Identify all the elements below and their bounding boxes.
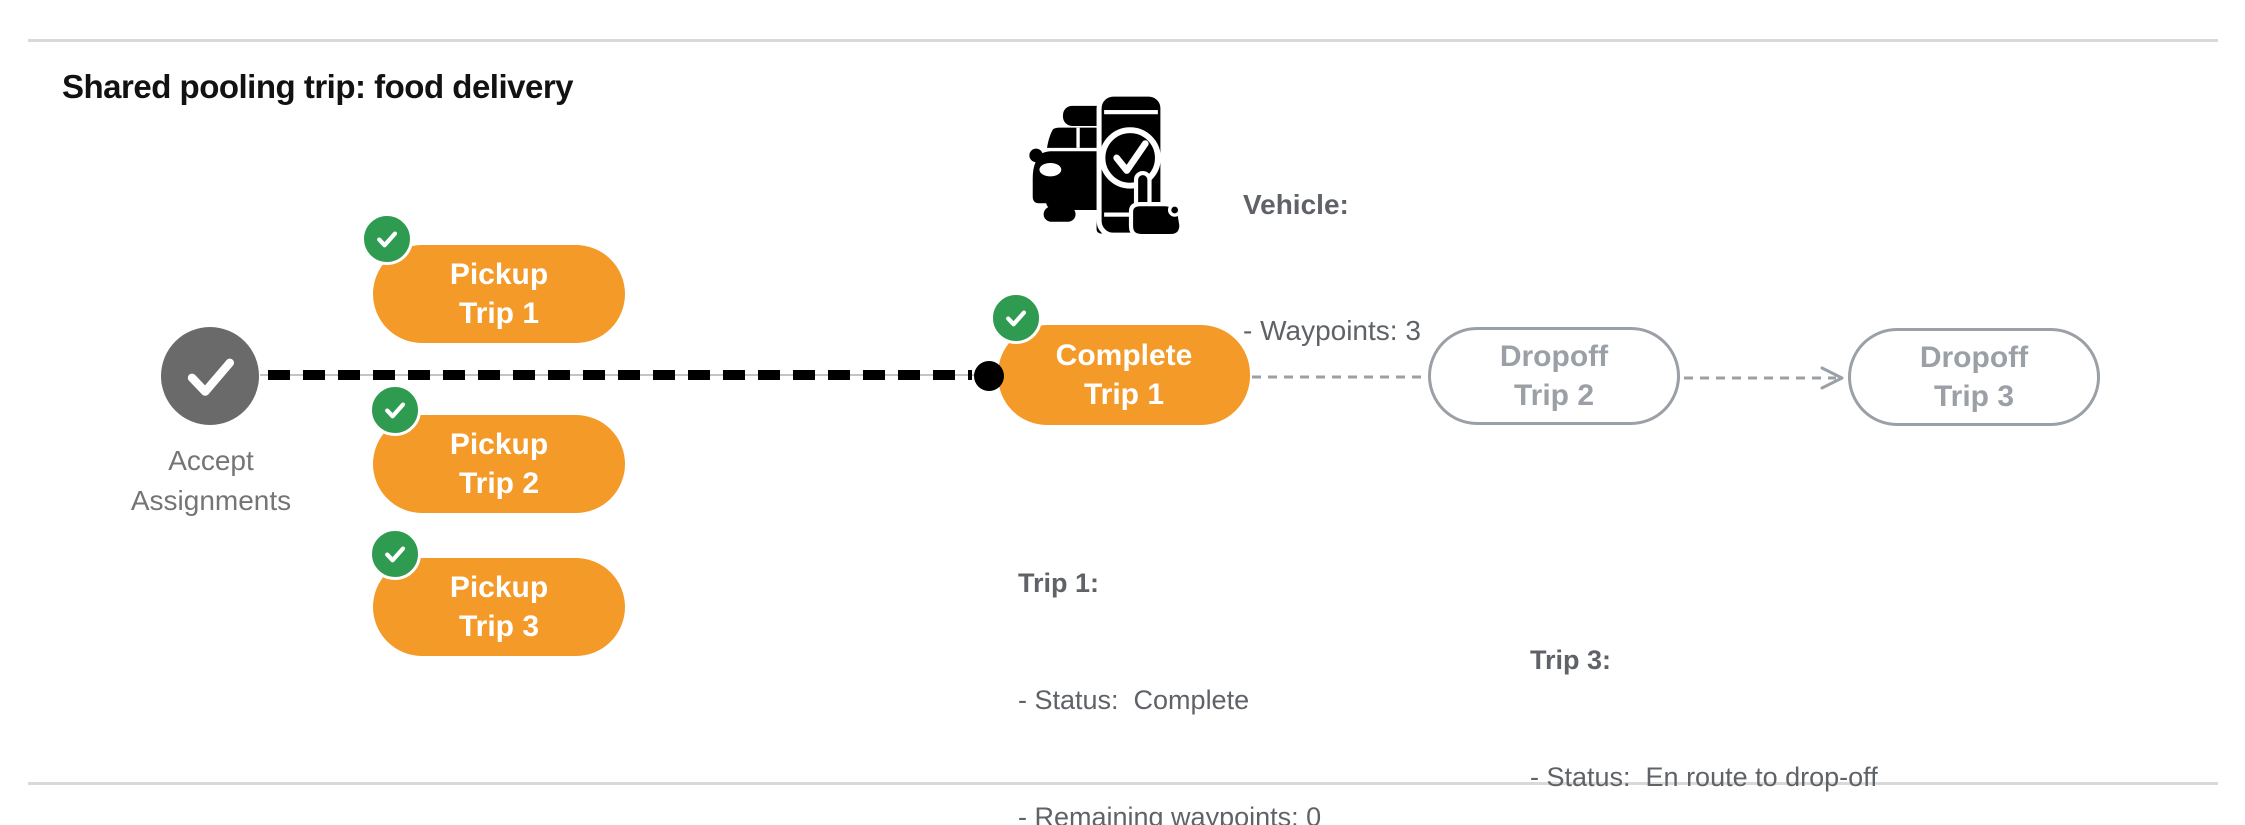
trip-3-heading: Trip 3:	[1530, 645, 1612, 675]
pickup-3-line2: Trip 3	[458, 610, 540, 643]
vehicle-info: Vehicle: - Waypoints: 3	[1243, 100, 1421, 436]
trip-3-status-block: Trip 3: - Status: En route to drop-off -…	[1530, 563, 1878, 825]
bottom-divider	[28, 782, 2218, 785]
pickup-trip-3-node: Pickup Trip 3	[373, 558, 625, 656]
pickup-1-check-badge-icon	[361, 213, 413, 265]
trip-1-waypoints: - Remaining waypoints: 0	[1018, 802, 1322, 825]
accept-assignments-label: Accept Assignments	[61, 441, 361, 521]
trip-1-2-status-block: Trip 1: - Status: Complete - Remaining w…	[1018, 486, 1366, 825]
pickup-3-line1: Pickup	[449, 571, 549, 604]
dropoff-trip-2-node: Dropoff Trip 2	[1428, 327, 1680, 425]
trip-1-heading: Trip 1:	[1018, 568, 1100, 598]
page-title: Shared pooling trip: food delivery	[62, 68, 574, 105]
pickup-2-line1: Pickup	[449, 428, 549, 461]
route-waypoint-dot	[974, 361, 1004, 391]
pickup-3-check-badge-icon	[369, 528, 421, 580]
hand-shape	[1128, 170, 1184, 239]
dropoff-2-line2: Trip 2	[1513, 379, 1595, 412]
accept-assignments-node	[161, 327, 259, 425]
pickup-2-check-badge-icon	[369, 384, 421, 436]
pickup-1-line2: Trip 1	[458, 297, 540, 330]
trip-3-status: - Status: En route to drop-off	[1530, 762, 1878, 792]
check-ring-icon	[1099, 127, 1161, 189]
accept-label-line2: Assignments	[130, 485, 292, 516]
car-phone-check-icon	[1026, 84, 1194, 252]
check-icon	[187, 358, 234, 396]
dropoff-trip-3-node: Dropoff Trip 3	[1848, 328, 2100, 426]
pickup-trip-2-node: Pickup Trip 2	[373, 415, 625, 513]
pickup-trip-1-node: Pickup Trip 1	[373, 245, 625, 343]
dropoff-3-line2: Trip 3	[1933, 380, 2015, 413]
top-divider	[28, 39, 2218, 42]
pickup-2-line2: Trip 2	[458, 467, 540, 500]
complete-check-badge-icon	[990, 292, 1042, 344]
pickup-1-line1: Pickup	[449, 258, 549, 291]
dropoff-3-line1: Dropoff	[1919, 341, 2029, 374]
dropoff-2-line1: Dropoff	[1499, 340, 1609, 373]
accept-label-line1: Accept	[168, 445, 254, 476]
vehicle-waypoints: - Waypoints: 3	[1243, 315, 1421, 346]
complete-line1: Complete	[1055, 339, 1193, 372]
complete-trip-1-node: Complete Trip 1	[998, 325, 1250, 425]
vehicle-label: Vehicle:	[1243, 189, 1349, 220]
dropoff3-arrowhead	[1820, 366, 1844, 390]
complete-line2: Trip 1	[1083, 378, 1165, 411]
trip-1-status: - Status: Complete	[1018, 685, 1250, 715]
